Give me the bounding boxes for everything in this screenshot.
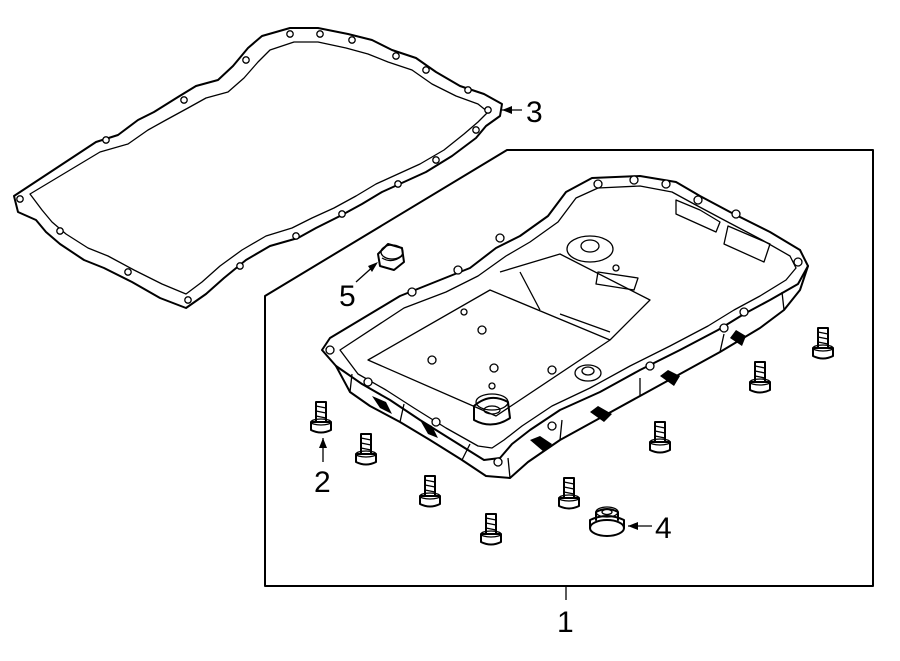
gasket-part[interactable]	[13, 27, 503, 309]
bolt-icon	[310, 401, 332, 434]
callout-3: 3	[526, 96, 543, 129]
bolt-icon	[355, 433, 377, 466]
callout-2: 2	[314, 466, 331, 499]
bolt-icon	[812, 327, 834, 360]
transmission-pan-part[interactable]	[321, 175, 809, 479]
bolt-icon	[480, 513, 502, 546]
gasket-bolt-holes	[16, 30, 492, 304]
bolt-icon	[558, 477, 580, 510]
pan-bolts[interactable]	[310, 327, 834, 546]
callout-4-leader	[628, 522, 652, 530]
bolt-icon	[749, 361, 771, 394]
callout-5: 5	[339, 280, 356, 313]
drain-plug-part[interactable]	[589, 506, 625, 537]
bolt-icon	[649, 421, 671, 454]
callout-1: 1	[557, 606, 574, 639]
callout-2-leader	[319, 438, 327, 462]
group-box	[264, 149, 874, 587]
fill-plug-part[interactable]	[377, 243, 405, 271]
bolt-icon	[419, 475, 441, 508]
callout-3-leader	[502, 106, 522, 114]
callout-4: 4	[655, 512, 672, 545]
pan-flange-holes	[325, 175, 803, 467]
callout-5-leader	[355, 262, 378, 283]
